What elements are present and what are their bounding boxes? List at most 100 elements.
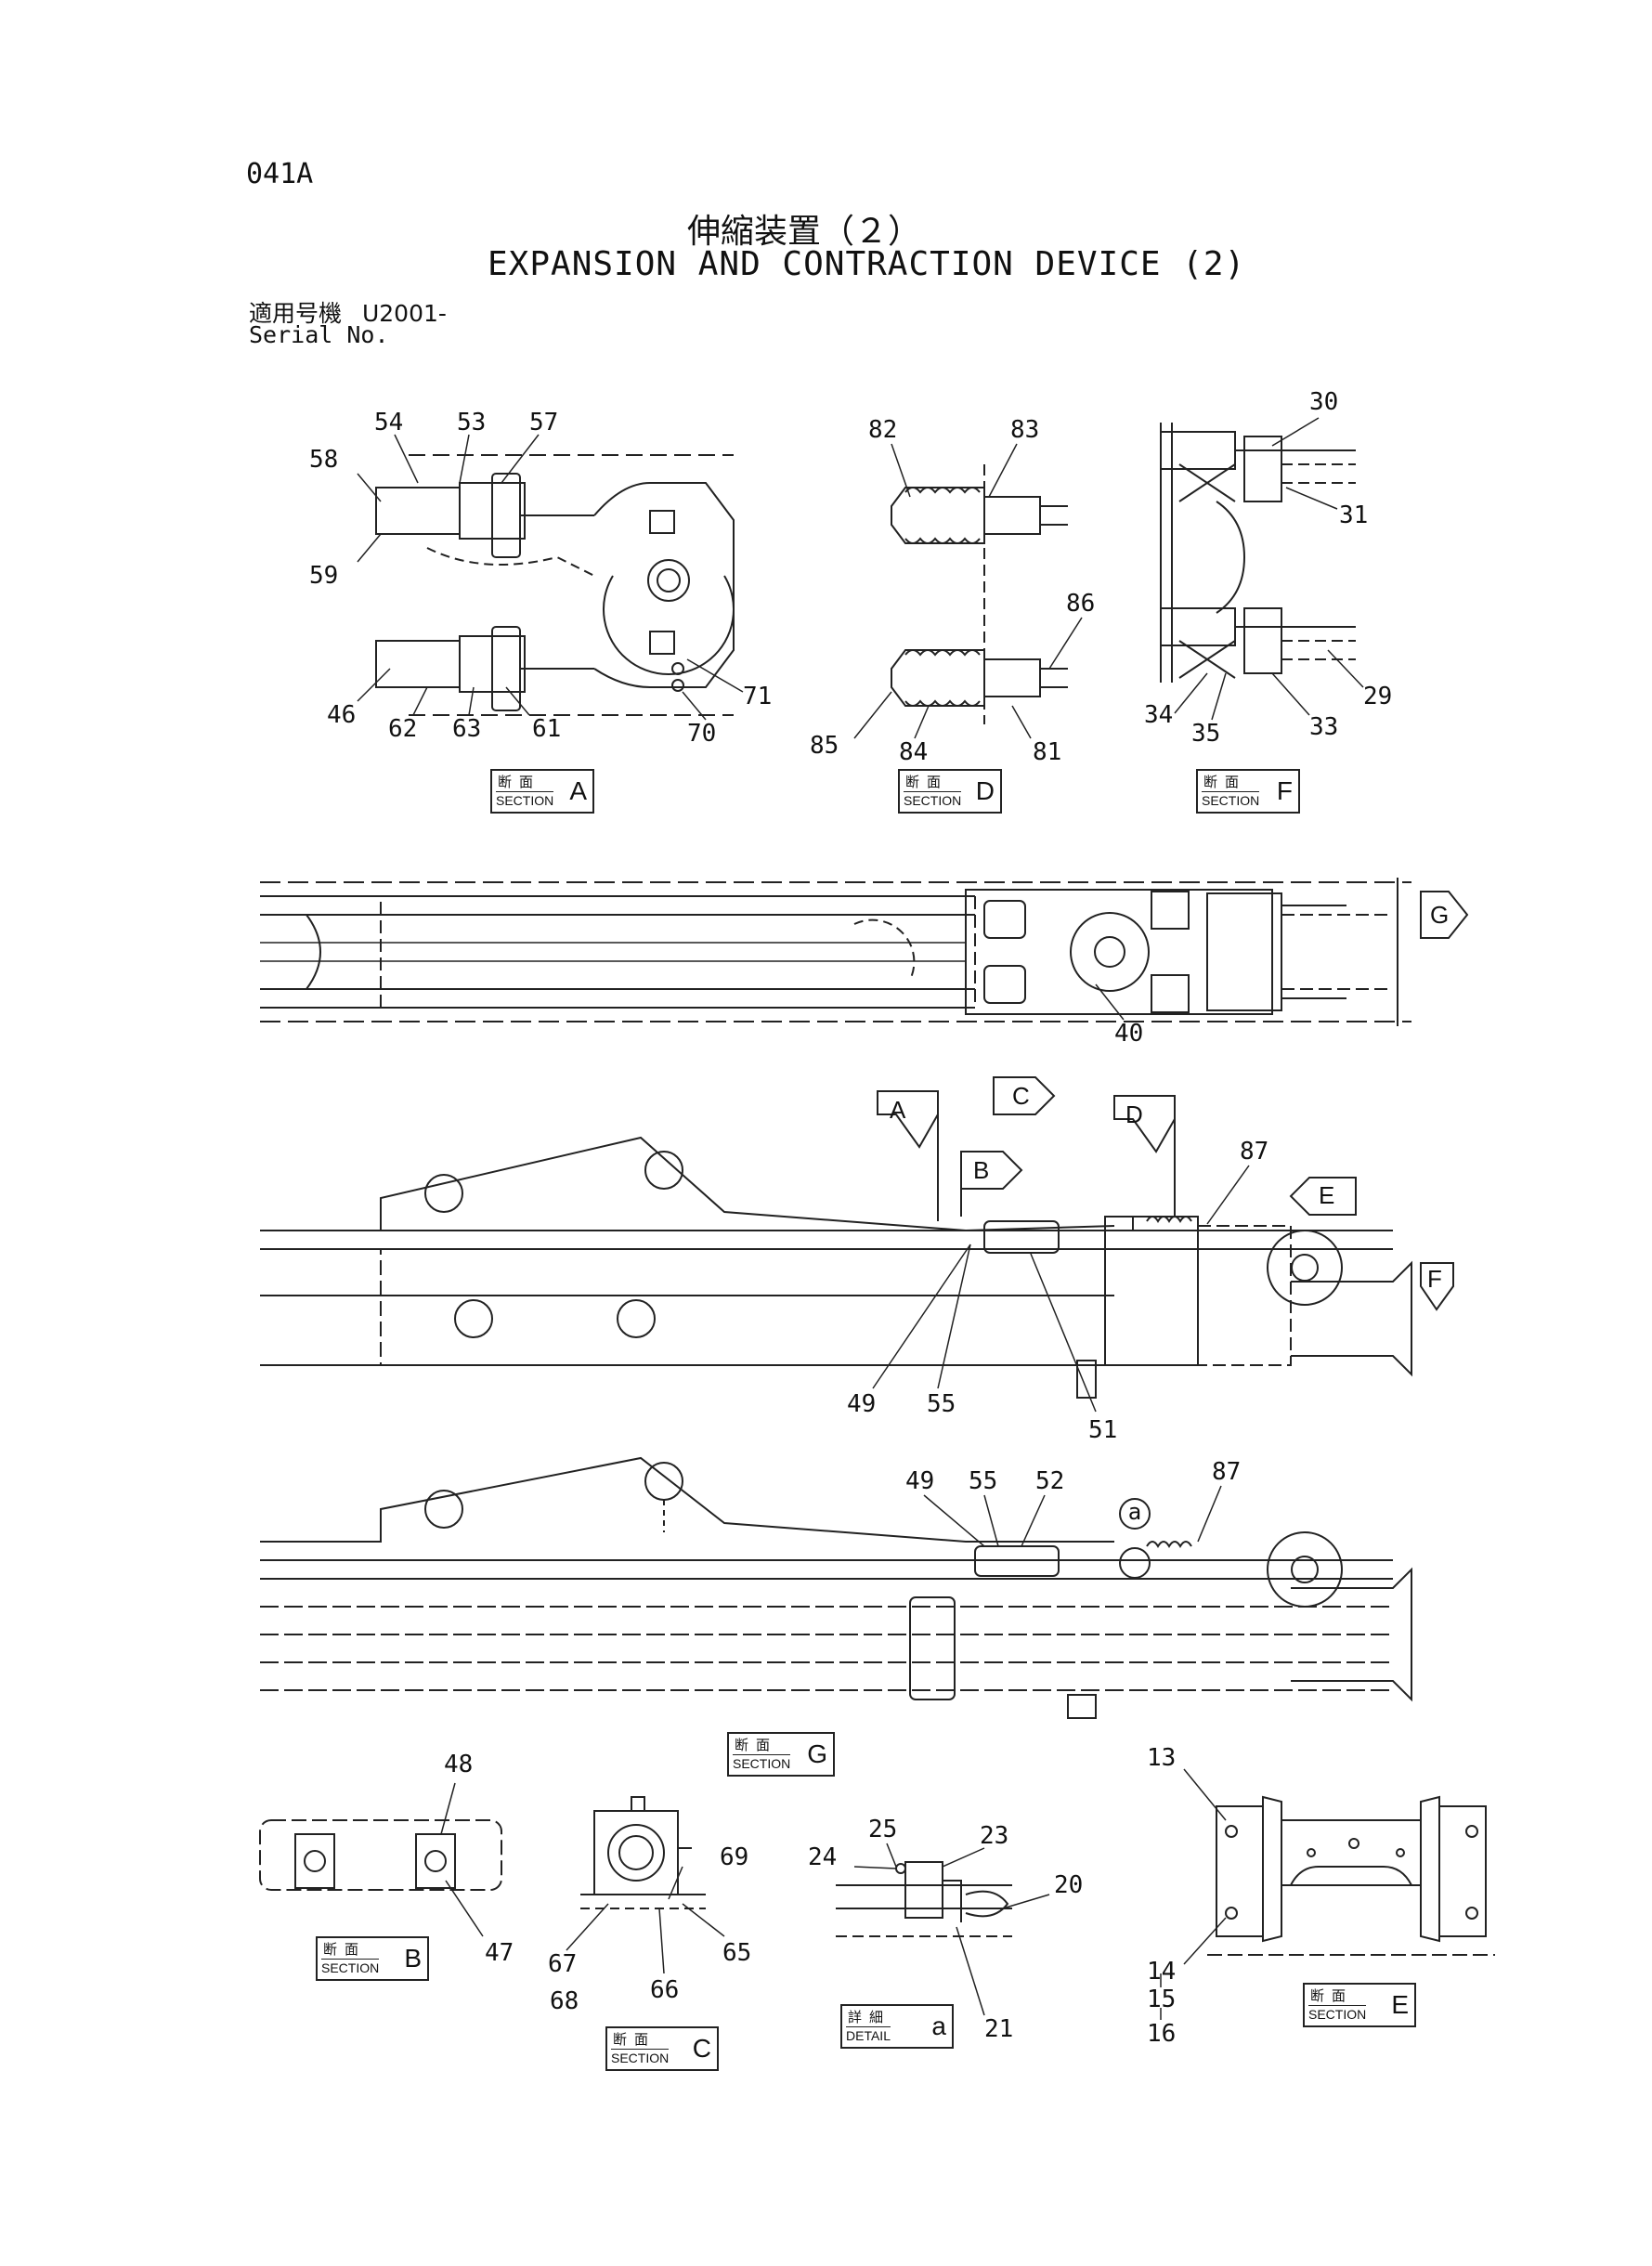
section-g-drawing: [260, 1456, 1412, 1719]
part-number-label: 63: [452, 715, 482, 743]
section-label-letter: G: [807, 1739, 827, 1768]
view-arrow-f: F: [1427, 1265, 1442, 1293]
title-english: EXPANSION AND CONTRACTION DEVICE (2): [488, 245, 1246, 283]
part-number-label: 69: [720, 1843, 749, 1871]
section-label-en: SECTION: [904, 791, 962, 808]
part-number-label: 51: [1088, 1416, 1118, 1444]
serial-label-jp: 適用号機: [249, 300, 343, 327]
view-arrow-b-shape: [960, 1151, 1023, 1190]
page-number: 041A: [246, 158, 314, 190]
part-number-label: 20: [1054, 1871, 1084, 1899]
part-number-label: 14: [1147, 1958, 1177, 1986]
part-number-label: 30: [1309, 388, 1339, 416]
view-arrows: [877, 891, 1469, 1311]
section-label-f: 断面 SECTION F: [1196, 769, 1300, 814]
detail-a-callout: a: [1119, 1498, 1151, 1530]
part-number-label: 15: [1147, 1986, 1177, 2013]
view-arrow-g: G: [1430, 901, 1450, 929]
part-number-label: 61: [532, 715, 562, 743]
serial-label-en: Serial No.: [249, 321, 389, 348]
part-number-label: 82: [868, 416, 898, 444]
part-number-label: 68: [550, 1987, 579, 2015]
part-number-label: 66: [650, 1976, 680, 2004]
view-arrow-a: A: [890, 1096, 906, 1124]
part-number-label: 13: [1147, 1744, 1177, 1772]
part-number-label: 52: [1035, 1467, 1065, 1495]
section-f-drawing: [1160, 423, 1356, 683]
part-number-label: 87: [1212, 1458, 1242, 1486]
part-number-label: 62: [388, 715, 418, 743]
section-label-en: SECTION: [611, 2049, 670, 2065]
part-number-label: 54: [374, 409, 404, 436]
part-number-label: 49: [847, 1390, 877, 1418]
section-label-jp: 断面: [613, 2031, 657, 2048]
part-number-label: 86: [1066, 590, 1096, 618]
section-label-letter: E: [1391, 1990, 1409, 2019]
part-number-label: 16: [1147, 2020, 1177, 2048]
part-number-label: 55: [927, 1390, 956, 1418]
part-number-label: 65: [722, 1939, 752, 1967]
view-arrow-g-shape: [1420, 891, 1469, 939]
serial-line: 適用号機 U2001-: [249, 295, 447, 329]
section-d-drawing: [891, 464, 1068, 724]
section-label-c: 断面 SECTION C: [605, 2026, 719, 2071]
part-number-label: 21: [984, 2015, 1014, 2043]
part-number-label: 47: [485, 1939, 514, 1967]
section-label-jp: 断面: [1310, 1987, 1354, 2004]
part-number-label: 53: [457, 409, 487, 436]
part-number-label: 70: [687, 720, 717, 748]
part-number-label: 31: [1339, 501, 1369, 529]
part-number-label: 34: [1144, 701, 1174, 729]
part-number-label: 58: [309, 446, 339, 474]
part-number-label: 25: [868, 1816, 898, 1843]
section-label-letter: A: [569, 776, 587, 805]
section-label-letter: C: [692, 2034, 711, 2063]
section-label-jp: 断面: [323, 1941, 367, 1958]
detail-a-drawing: [836, 1861, 1012, 1937]
section-label-letter: B: [404, 1944, 422, 1973]
section-label-jp: 断面: [1203, 774, 1247, 790]
section-label-jp: 詳細: [848, 2009, 891, 2025]
section-label-letter: D: [975, 776, 995, 805]
top-view-drawing: [260, 878, 1411, 1026]
part-number-label: 29: [1363, 683, 1393, 710]
part-number-label: 83: [1010, 416, 1040, 444]
part-number-label: 87: [1240, 1138, 1269, 1166]
leader-lines: [357, 417, 1364, 2020]
side-view-drawing: [260, 1136, 1412, 1399]
section-c-drawing: [580, 1796, 706, 1909]
section-label-en: SECTION: [496, 791, 554, 808]
part-number-label: 23: [980, 1822, 1009, 1850]
part-number-label: 48: [444, 1751, 474, 1778]
view-arrow-d-shape: [1113, 1095, 1176, 1153]
detail-label-a: 詳細 DETAIL a: [840, 2004, 954, 2049]
section-label-b: 断面 SECTION B: [316, 1936, 429, 1981]
view-arrow-f-shape: [1420, 1262, 1454, 1311]
section-a-drawing: [375, 454, 735, 716]
section-b-drawing: [259, 1819, 502, 1891]
section-label-g: 断面 SECTION G: [727, 1732, 835, 1777]
part-number-label: 71: [743, 683, 773, 710]
part-number-label: 33: [1309, 713, 1339, 741]
section-label-e: 断面 SECTION E: [1303, 1983, 1416, 2027]
section-label-jp: 断面: [735, 1737, 778, 1753]
section-label-en: SECTION: [1308, 2005, 1367, 2022]
part-number-label: 24: [808, 1843, 838, 1871]
part-number-label: 84: [899, 738, 929, 766]
section-label-en: SECTION: [1202, 791, 1260, 808]
part-number-label: 35: [1191, 720, 1221, 748]
part-number-label: 40: [1114, 1020, 1144, 1048]
part-number-label: 67: [548, 1950, 578, 1978]
title-japanese: 伸縮装置（２）: [687, 213, 922, 251]
part-number-label: 49: [905, 1467, 935, 1495]
part-number-label: 46: [327, 701, 357, 729]
part-number-label: 85: [810, 732, 839, 760]
view-arrow-b: B: [973, 1156, 990, 1184]
section-label-d: 断面 SECTION D: [898, 769, 1002, 814]
view-arrow-c: C: [1012, 1082, 1030, 1110]
serial-value: U2001-: [361, 300, 447, 327]
section-label-en: SECTION: [321, 1959, 380, 1975]
section-label-letter: a: [931, 2012, 946, 2040]
section-e-drawing: [1207, 1795, 1495, 1956]
section-label-letter: F: [1276, 776, 1293, 805]
